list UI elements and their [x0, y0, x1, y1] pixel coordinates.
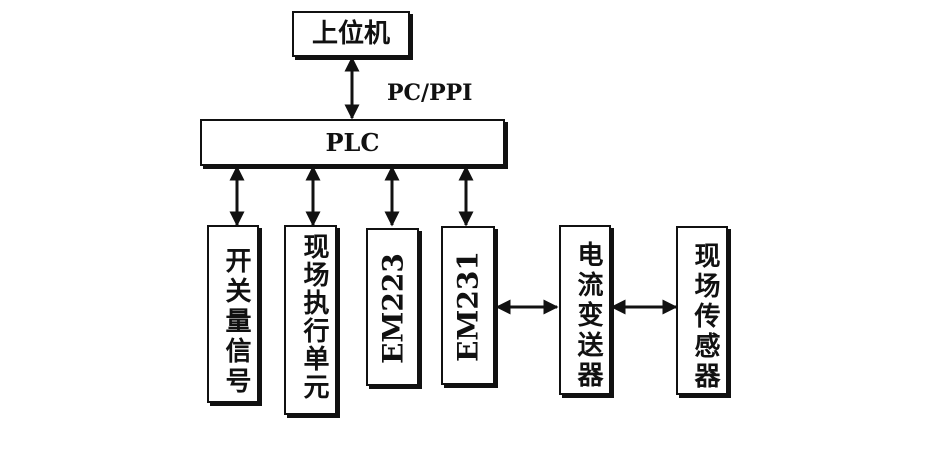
field-exec-box: 现场执行单元: [284, 225, 337, 415]
em223-box: EM223: [366, 228, 419, 386]
em231-box: EM231: [441, 226, 495, 385]
plc-box: PLC: [200, 119, 505, 166]
current-transmitter-box: 电流变送器: [559, 225, 611, 395]
field-exec-label: 现场执行单元: [299, 233, 329, 401]
switch-signal-box: 开关量信号: [207, 225, 259, 403]
field-sensor-box: 现场传感器: [676, 226, 728, 395]
host-computer-label: 上位机: [311, 19, 390, 49]
field-sensor-label: 现场传感器: [690, 242, 720, 392]
plc-label: PLC: [325, 128, 380, 157]
current-transmitter-label: 电流变送器: [573, 241, 603, 391]
link-label-pc-ppi: PC/PPI: [387, 80, 473, 106]
em223-label: EM223: [376, 253, 410, 364]
host-computer-box: 上位机: [292, 11, 410, 57]
switch-signal-label: 开关量信号: [221, 247, 251, 397]
em231-label: EM231: [451, 251, 485, 362]
